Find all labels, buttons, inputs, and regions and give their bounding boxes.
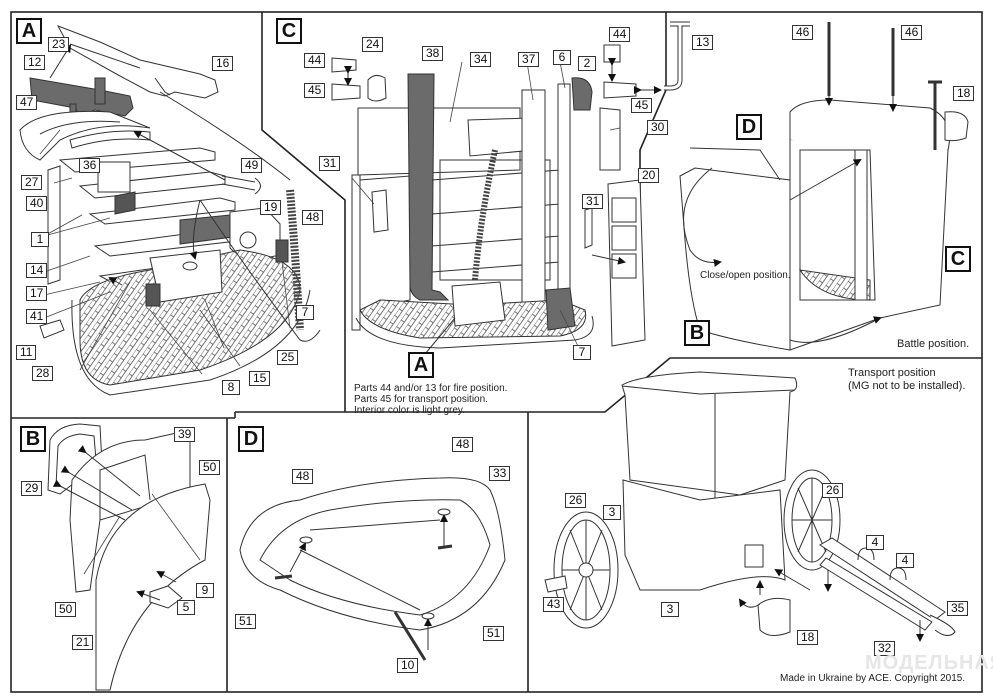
part-label: 45: [304, 83, 326, 98]
panel-b-drawing: [47, 423, 211, 691]
part-label: 10: [397, 658, 419, 673]
part-label: 12: [24, 55, 46, 70]
part-label: 40: [26, 196, 48, 211]
transport-drawing: [544, 371, 956, 642]
part-label: 51: [235, 614, 257, 629]
part-label: 1: [31, 232, 49, 247]
part-label: 18: [953, 86, 975, 101]
part-label: 33: [489, 466, 511, 481]
part-label: 7: [573, 345, 591, 360]
part-label: 21: [72, 635, 94, 650]
part-label: 50: [199, 460, 221, 475]
part-label: 15: [249, 371, 271, 386]
part-label: 29: [21, 481, 43, 496]
part-label: 3: [661, 602, 679, 617]
leader-lines: [39, 61, 621, 575]
panel-c-drawing: [331, 21, 690, 361]
part-label: 19: [260, 200, 282, 215]
part-label: 5: [177, 600, 195, 615]
part-label: 45: [631, 98, 653, 113]
part-label: 23: [48, 37, 70, 52]
panel-d-drawing: [239, 477, 506, 661]
panel-tag-c-sub-a: A: [408, 352, 434, 378]
part-label: 31: [582, 194, 604, 209]
part-label: 4: [896, 553, 914, 568]
part-label: 2: [578, 56, 596, 71]
part-label: 46: [901, 25, 923, 40]
part-label: 14: [26, 263, 48, 278]
part-label: 39: [174, 427, 196, 442]
part-label: 48: [302, 210, 324, 225]
part-label: 36: [79, 158, 101, 173]
panel-a-drawing: [19, 25, 321, 396]
part-label: 20: [638, 168, 660, 183]
transport-caption-line1: Transport position: [848, 367, 936, 379]
part-label: 41: [26, 309, 48, 324]
copyright-text: Made in Ukraine by ACE. Copyright 2015.: [780, 673, 966, 684]
battle-tag-d: D: [736, 114, 762, 140]
part-label: 31: [319, 156, 341, 171]
part-label: 28: [32, 366, 54, 381]
part-label: 4: [866, 535, 884, 550]
part-label: 46: [792, 25, 814, 40]
panel-c-note-3: Interior color is light grey.: [354, 405, 465, 416]
battle-drawing: [679, 22, 969, 351]
part-label: 6: [553, 50, 571, 65]
battle-tag-c: C: [945, 246, 971, 272]
panel-c-note-2: Parts 45 for transport position.: [354, 394, 488, 405]
panel-tag-d: D: [238, 426, 264, 452]
part-label: 44: [304, 53, 326, 68]
part-label: 47: [16, 95, 38, 110]
battle-position-caption: Battle position.: [897, 338, 970, 350]
panel-tag-c: C: [276, 18, 302, 44]
part-label: 30: [647, 120, 669, 135]
watermark: МОДЕЛЬНАЯ: [865, 652, 993, 674]
part-label: 13: [692, 35, 714, 50]
part-label: 48: [292, 469, 314, 484]
part-label: 37: [518, 52, 540, 67]
part-label: 49: [241, 158, 263, 173]
part-label: 50: [55, 602, 77, 617]
part-label: 26: [565, 493, 587, 508]
part-label: 9: [196, 583, 214, 598]
part-label: 44: [609, 27, 631, 42]
part-label: 32: [874, 641, 896, 656]
panel-c-note-1: Parts 44 and/or 13 for fire position.: [354, 383, 508, 394]
part-label: 27: [21, 175, 43, 190]
part-label: 51: [483, 626, 505, 641]
part-label: 24: [362, 37, 384, 52]
part-label: 26: [822, 483, 844, 498]
part-label: 16: [212, 56, 234, 71]
part-label: 25: [277, 350, 299, 365]
transport-caption-line2: (MG not to be installed).: [848, 380, 966, 392]
panel-tag-a: A: [16, 18, 42, 44]
part-label: 18: [797, 630, 819, 645]
battle-tag-b: B: [684, 320, 710, 346]
part-label: 8: [222, 380, 240, 395]
part-label: 35: [947, 601, 969, 616]
part-label: 43: [543, 597, 565, 612]
part-label: 48: [452, 437, 474, 452]
part-label: 34: [470, 52, 492, 67]
part-label: 38: [422, 46, 444, 61]
close-open-note: Close/open position.: [700, 270, 791, 281]
part-label: 17: [26, 286, 48, 301]
part-label: 11: [16, 345, 37, 360]
part-label: 3: [603, 505, 621, 520]
part-label: 7: [296, 305, 314, 320]
panel-tag-b: B: [20, 426, 46, 452]
